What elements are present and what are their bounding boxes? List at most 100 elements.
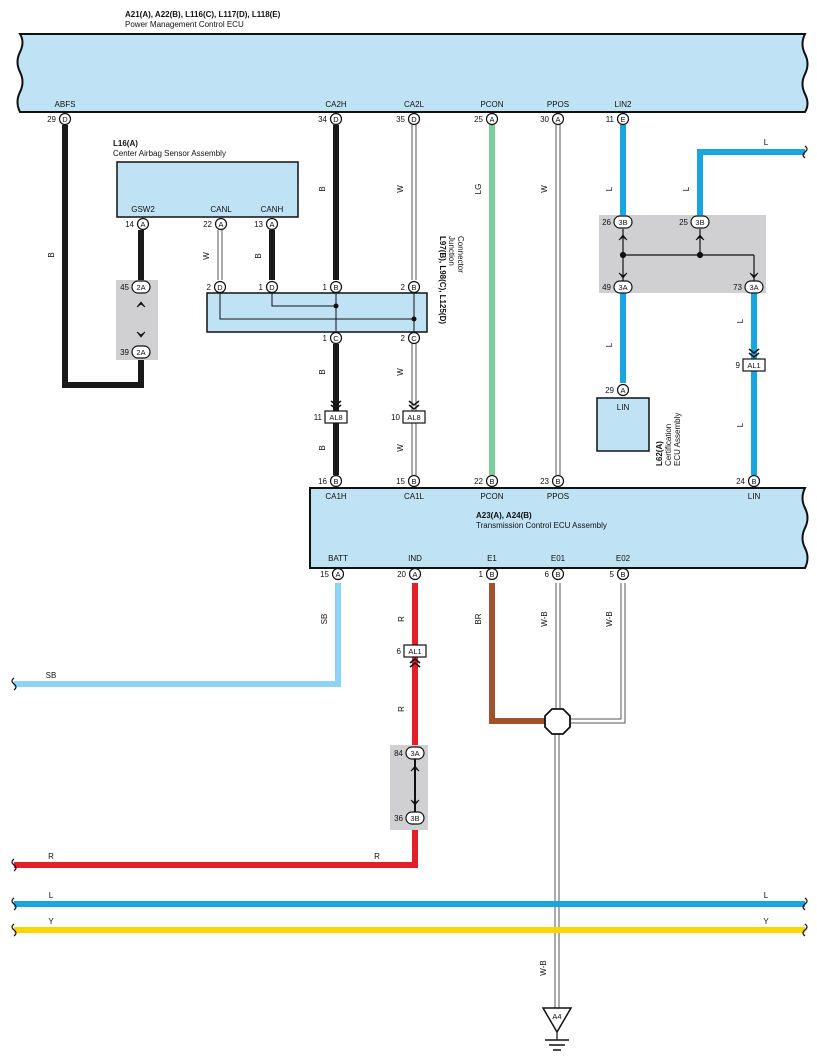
tcm-bottom-pin-0: A15 xyxy=(320,567,345,581)
pm-pin-0-num: 29 xyxy=(47,115,56,124)
tcm-terminal-ca1l: CA1L xyxy=(404,492,425,501)
break-r xyxy=(11,858,17,872)
label-canl: W xyxy=(202,252,211,260)
splice-left-arrow-down xyxy=(136,331,146,338)
tcm-terminal-e1: E1 xyxy=(487,554,497,563)
break-batt xyxy=(11,677,17,691)
junction-pin-1d-shape xyxy=(265,280,279,294)
splice-ind-pin-84-num: 84 xyxy=(394,749,403,758)
pm-ecu-codes: A21(A), A22(B), L116(C), L117(D), L118(E… xyxy=(125,10,281,19)
wire-breaks xyxy=(11,145,808,937)
inline-al1-ind-chevron xyxy=(409,658,421,664)
pm-pin-4: A30 xyxy=(540,112,565,126)
wire-e02 xyxy=(570,583,626,724)
label-ground-wire: W-B xyxy=(539,960,548,975)
tcm-terminal-ind: IND xyxy=(408,554,422,563)
splice-lin-pin-49-shape xyxy=(613,280,633,294)
tcm-top-pin-2-shape xyxy=(485,474,499,488)
airbag-box xyxy=(116,161,299,218)
tcm-top-pin-3: B23 xyxy=(540,474,565,488)
junction-pin-2c-shape xyxy=(407,331,421,345)
ground-triangle xyxy=(541,1007,573,1034)
label-batt-h: SB xyxy=(46,671,57,680)
inline-al8-ca1h-chevron xyxy=(330,404,342,410)
power-management-ecu: A21(A), A22(B), L116(C), L117(D), L118(E… xyxy=(16,10,809,113)
label-y-left: Y xyxy=(48,917,54,926)
tcm-top-pin-4: B24 xyxy=(736,474,761,488)
cert-pin-conn: A xyxy=(620,386,625,395)
airbag-terminal-canl: CANL xyxy=(210,205,232,214)
splice-lin-pin-73-conn: 3A xyxy=(749,283,758,292)
junction-pin-2b-num: 2 xyxy=(401,283,406,292)
tcm-bottom-pin-3: B6 xyxy=(545,567,565,581)
inline-al8-ca1l-chevron xyxy=(408,404,420,410)
pm-pin-0-conn: D xyxy=(62,115,68,124)
airbag-terminal-gsw2: GSW2 xyxy=(131,205,155,214)
tcm-top-pin-1-shape xyxy=(407,474,421,488)
splice-lin-arrow-1 xyxy=(618,234,628,241)
inline-al1-lin-box xyxy=(742,358,766,372)
airbag-pin-1-num: 22 xyxy=(203,220,212,229)
airbag-pin-1: A22 xyxy=(203,217,228,231)
tcm-bottom-pin-3-shape xyxy=(551,567,565,581)
splice-ind-arrow-up xyxy=(410,765,420,772)
tcm-bottom-pin-1: A20 xyxy=(397,567,422,581)
tcm-codes: A23(A), A24(B) xyxy=(476,511,532,520)
wire-e1 xyxy=(489,583,545,724)
airbag-pin-0: A14 xyxy=(125,217,150,231)
junction-pin-2d-num: 2 xyxy=(207,283,212,292)
tcm-top-pin-2-conn: B xyxy=(489,477,494,486)
inline-al1-ind-box xyxy=(403,644,427,658)
tcm-top-pin-0-conn: B xyxy=(333,477,338,486)
label-lin-4: L xyxy=(605,342,614,347)
break-l-right xyxy=(802,897,808,911)
splice-left-pin-39-conn: 2A xyxy=(136,348,145,357)
inline-al1-lin-label: AL1 xyxy=(747,361,760,370)
pm-terminal-ca2l: CA2L xyxy=(404,100,425,109)
label-lin-5: L xyxy=(736,318,745,323)
pm-pin-2-num: 35 xyxy=(396,115,405,124)
junction-line-canl xyxy=(219,293,415,332)
inline-al8-ca1l-num: 10 xyxy=(391,413,400,422)
airbag-pin-0-num: 14 xyxy=(125,220,134,229)
pm-pin-5-conn: E xyxy=(620,115,625,124)
tcm-bottom-pin-2-shape xyxy=(485,567,499,581)
splice-ind-pin-36-num: 36 xyxy=(394,814,403,823)
pm-terminal-abfs: ABFS xyxy=(55,100,76,109)
junction-pin-2c-num: 2 xyxy=(401,334,406,343)
ground-splice xyxy=(544,708,571,735)
label-batt-v: SB xyxy=(320,614,329,625)
splice-lin-dot2 xyxy=(696,251,704,259)
label-lin-6: L xyxy=(736,422,745,427)
transmission-control-ecu: CA1H CA1L PCON PPOS LIN A23(A), A24(B) T… xyxy=(309,487,809,569)
splice-left-arrow-up xyxy=(136,301,146,308)
label-r-2: R xyxy=(374,852,380,861)
junction-pin-1b-shape xyxy=(329,280,343,294)
pm-pin-3-shape xyxy=(485,112,499,126)
splice-lin-arrow-2 xyxy=(695,234,705,241)
cert-pin: A29 xyxy=(605,383,630,397)
tcm-terminal-e02: E02 xyxy=(616,554,631,563)
tcm-bottom-pin-1-num: 20 xyxy=(397,570,406,579)
junction-pin-1c-shape xyxy=(329,331,343,345)
pm-pin-5-shape xyxy=(616,112,630,126)
cert-box xyxy=(596,397,650,452)
junction-codes: L97(B), L98(C), L125(D) xyxy=(438,236,447,324)
inline-al1-lin-chevron xyxy=(748,352,760,358)
cert-code: L62(A) xyxy=(655,441,664,466)
splice-lin-pin-26-conn: 3B xyxy=(618,218,627,227)
pm-pin-1-num: 34 xyxy=(318,115,327,124)
tcm-bottom-pin-4: B5 xyxy=(610,567,630,581)
label-l-right: L xyxy=(764,891,769,900)
splice-lin-pin-73-num: 73 xyxy=(733,283,742,292)
inline-al8-ca1h-label: AL8 xyxy=(329,413,342,422)
tcm-top-pin-2-num: 22 xyxy=(474,477,483,486)
junction-pin-2b-conn: B xyxy=(411,283,416,292)
label-ind-a: R xyxy=(397,616,406,622)
break-l-left xyxy=(11,897,17,911)
ground-symbol: A4 xyxy=(541,1007,573,1051)
